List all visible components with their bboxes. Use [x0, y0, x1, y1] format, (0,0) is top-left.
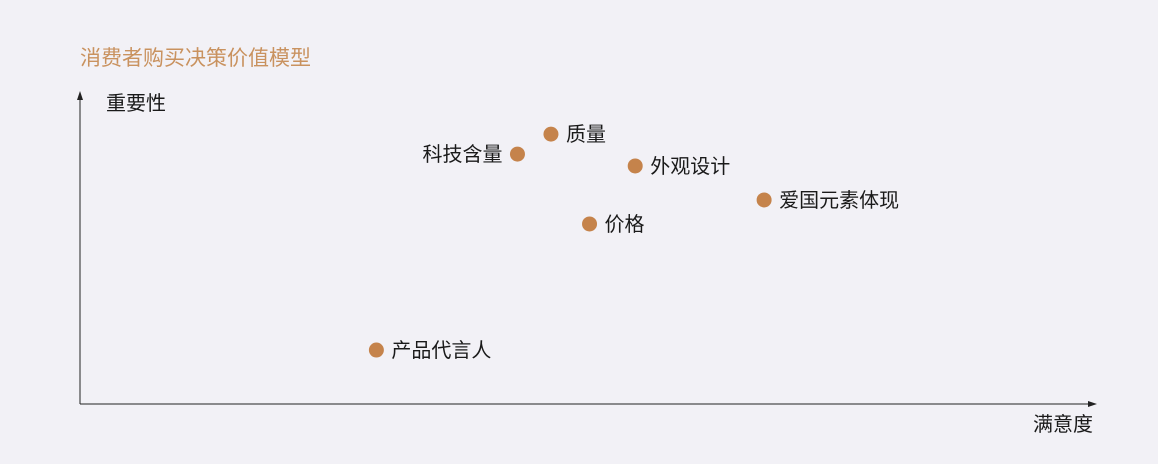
data-label: 产品代言人 [391, 338, 491, 362]
data-label: 价格 [605, 212, 645, 236]
data-point [582, 216, 598, 232]
data-point [543, 126, 559, 142]
data-point [368, 342, 384, 358]
y-axis-arrow [77, 91, 83, 100]
data-point [756, 192, 772, 208]
data-point [627, 158, 643, 174]
data-point [509, 146, 525, 162]
data-label: 外观设计 [650, 154, 730, 178]
data-label: 质量 [566, 122, 606, 146]
x-axis-label: 满意度 [1033, 412, 1093, 436]
data-label: 科技含量 [422, 142, 502, 166]
data-label: 爱国元素体现 [779, 188, 899, 212]
y-axis-label: 重要性 [106, 91, 166, 115]
chart-title: 消费者购买决策价值模型 [80, 46, 311, 70]
x-axis-arrow [1088, 401, 1097, 407]
